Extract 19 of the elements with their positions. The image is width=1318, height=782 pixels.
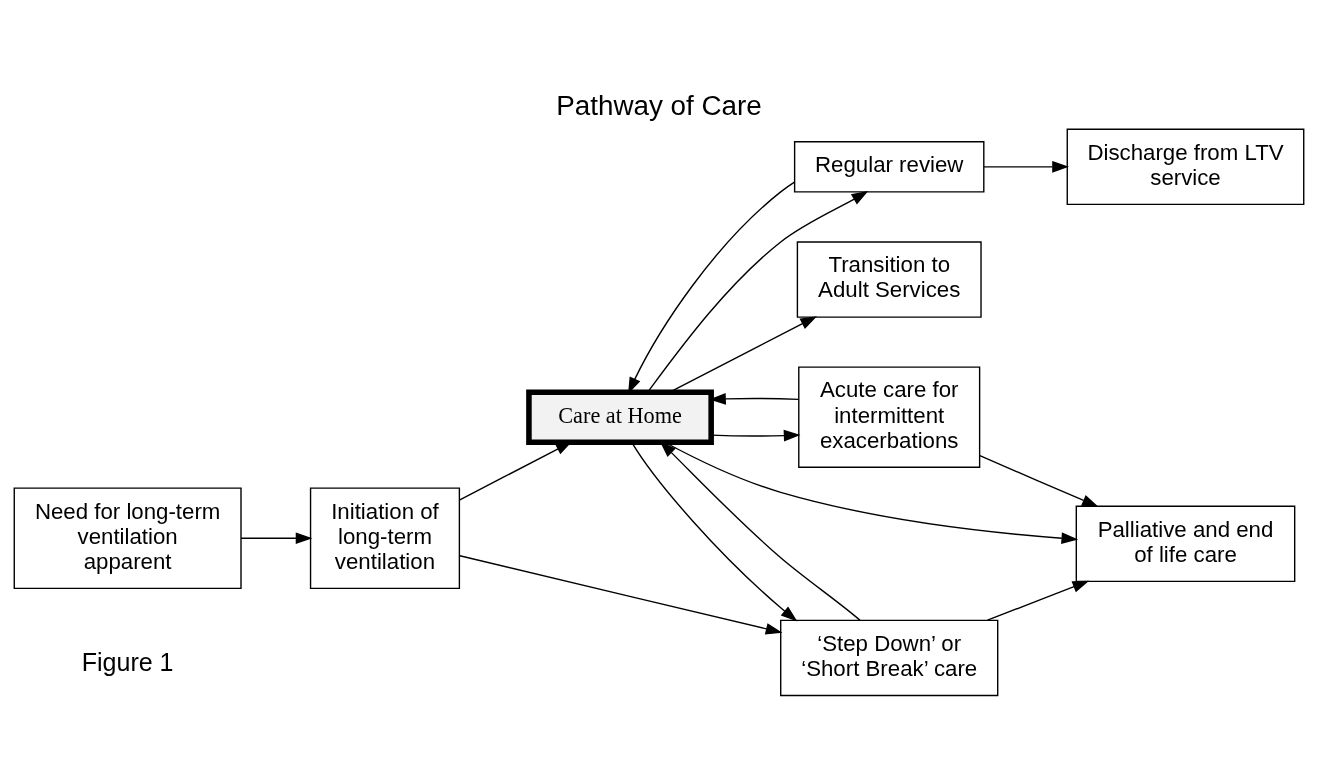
node-box: Need for long-term ventilation apparent [13,487,242,589]
arrow [240,531,313,544]
arrow [986,580,1090,621]
node-box: Care at Home [526,388,714,445]
arrow [979,454,1099,507]
arrow [459,554,783,635]
arrow [669,315,817,393]
arrow [647,190,869,393]
node-box: ‘Step Down’ or ‘Short Break’ care [780,619,999,696]
node-box: Acute care for intermittent exacerbations [798,365,981,468]
node-box: Discharge from LTV service [1066,128,1305,205]
node-box: Transition to Adult Services [796,240,982,318]
label: Figure 1 [81,647,174,676]
arrow [710,429,801,441]
diagram-title: Pathway of Care [556,89,762,121]
node-box: Palliative and end of life care [1075,505,1296,582]
arrow [983,160,1069,173]
node-box: Initiation of long-term ventilation [309,487,461,589]
node-box: Regular review [793,140,985,193]
